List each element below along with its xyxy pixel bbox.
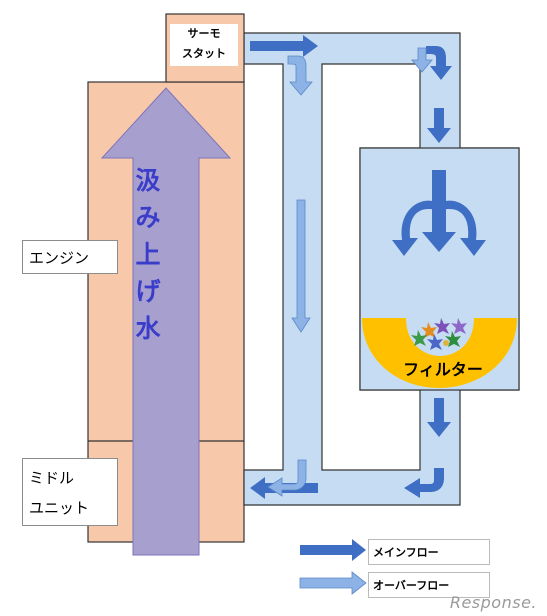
watermark-logo: Response. (449, 593, 537, 612)
thermostat-label: サーモ スタット (170, 24, 238, 66)
coolant-pipe (243, 32, 520, 506)
pumped-water-char-4: げ (135, 277, 161, 306)
filter-label: フィルター (403, 360, 483, 379)
middle-unit-label-line2: ユニット (29, 499, 90, 517)
legend-main-arrow (300, 539, 366, 561)
legend-over-label: オーバーフロー (373, 579, 450, 592)
pumped-water-char-1: 汲 (135, 166, 161, 195)
over-flow-arrows (267, 47, 433, 497)
engine-label: エンジン (22, 240, 118, 274)
legend-over-arrow (299, 571, 367, 595)
legend-main-box: メインフロー (368, 539, 490, 565)
pumped-water-arrow (100, 87, 232, 556)
distribution-arrows (392, 170, 486, 256)
middle-unit-label-line1: ミドル (29, 469, 75, 487)
pumped-water-label: 汲 み 上 げ 水 (118, 162, 178, 347)
thermostat-label-line1: サーモ (187, 27, 221, 40)
thermostat-label-line2: スタット (182, 47, 226, 60)
pumped-water-char-5: 水 (135, 314, 161, 343)
middle-unit-label: ミドル ユニット (22, 458, 118, 526)
legend-arrows (299, 539, 367, 595)
engine-label-text: エンジン (29, 249, 90, 267)
legend-over-box: オーバーフロー (368, 572, 490, 598)
legend-main-label: メインフロー (373, 546, 439, 559)
pumped-water-char-2: み (135, 203, 161, 232)
pumped-water-char-3: 上 (135, 240, 161, 269)
debris-particles (411, 318, 467, 350)
